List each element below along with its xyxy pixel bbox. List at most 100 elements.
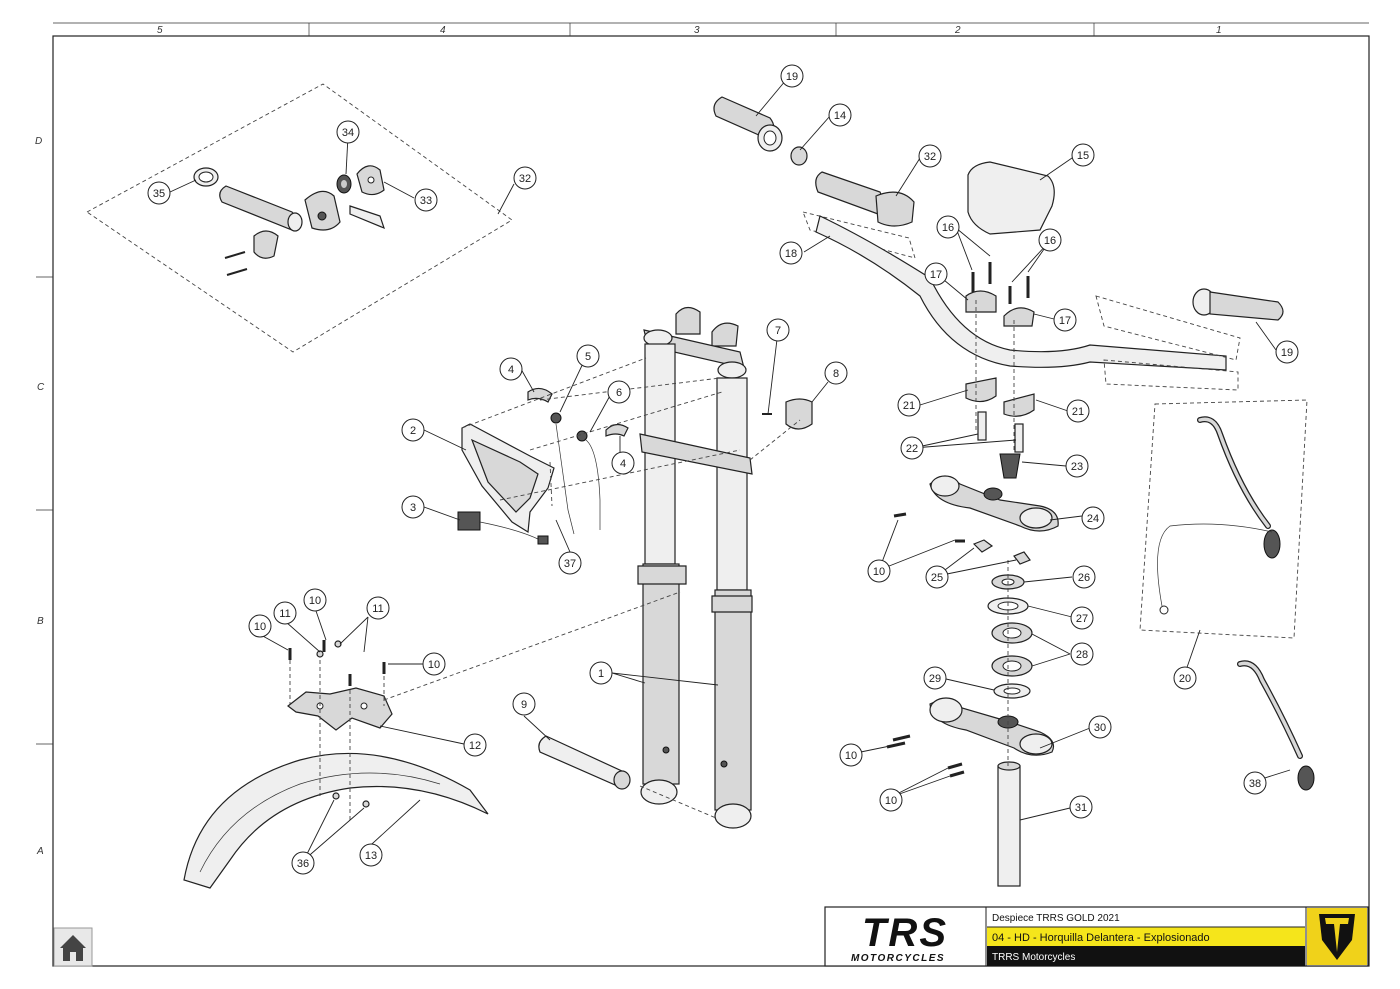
callout-3: 3	[401, 495, 425, 519]
projection-lines	[383, 357, 801, 819]
callout-32b: 32	[918, 144, 942, 168]
svg-text:31: 31	[1075, 802, 1087, 814]
callout-8: 8	[824, 361, 848, 385]
svg-text:2: 2	[410, 425, 416, 437]
callout-10e: 10	[839, 743, 863, 767]
svg-text:13: 13	[365, 850, 377, 862]
callout-16a: 16	[936, 215, 960, 239]
grid-col-4: 4	[440, 25, 446, 36]
callout-28: 28	[1070, 642, 1094, 666]
svg-text:32: 32	[924, 151, 936, 163]
callout-5: 5	[576, 344, 600, 368]
callout-37: 37	[558, 551, 582, 575]
callout-23: 23	[1065, 454, 1089, 478]
callout-17a: 17	[924, 262, 948, 286]
callout-11a: 11	[273, 601, 297, 625]
trs-logo: TRS MOTORCYCLES	[851, 911, 948, 964]
callout-10d: 10	[867, 559, 891, 583]
svg-text:12: 12	[469, 740, 481, 752]
callout-2: 2	[401, 418, 425, 442]
svg-text:11: 11	[279, 608, 290, 620]
callout-34: 34	[336, 120, 360, 144]
svg-text:10: 10	[873, 566, 885, 578]
callout-17b: 17	[1053, 308, 1077, 332]
callout-4a: 4	[499, 357, 523, 381]
headlight-assembly	[457, 387, 629, 545]
trs-shield-icon	[1307, 908, 1367, 965]
callout-1: 1	[589, 661, 613, 685]
svg-text:3: 3	[410, 502, 416, 514]
svg-text:4: 4	[620, 458, 626, 470]
svg-text:TRS: TRS	[862, 911, 948, 955]
svg-text:10: 10	[845, 750, 857, 762]
fender-assembly	[183, 640, 489, 889]
callout-16b: 16	[1038, 228, 1062, 252]
svg-text:10: 10	[885, 795, 897, 807]
svg-text:35: 35	[153, 188, 165, 200]
svg-text:10: 10	[254, 621, 266, 633]
callout-32a: 32	[513, 166, 537, 190]
callout-20: 20	[1173, 666, 1197, 690]
upper-triple-clamp	[893, 475, 1059, 565]
svg-text:9: 9	[521, 699, 527, 711]
front-axle	[538, 735, 631, 790]
callout-21b: 21	[1066, 399, 1090, 423]
callout-25: 25	[925, 565, 949, 589]
callout-4b: 4	[611, 451, 635, 475]
callout-29: 29	[923, 666, 947, 690]
svg-text:29: 29	[929, 673, 941, 685]
svg-text:10: 10	[309, 595, 321, 607]
svg-text:34: 34	[342, 127, 354, 139]
title-block: TRS MOTORCYCLES Despiece TRRS GOLD 2021 …	[824, 906, 1369, 967]
switch-cable-kit	[1139, 399, 1315, 791]
svg-text:17: 17	[930, 269, 942, 281]
steering-stem-stack	[886, 560, 1055, 887]
svg-text:18: 18	[785, 248, 797, 260]
callout-33: 33	[414, 188, 438, 212]
throttle-assembly	[86, 83, 513, 353]
svg-text:15: 15	[1077, 150, 1089, 162]
title-line-2: 04 - HD - Horquilla Delantera - Explosio…	[992, 932, 1210, 944]
callout-10c: 10	[422, 652, 446, 676]
svg-text:30: 30	[1094, 722, 1106, 734]
svg-text:4: 4	[508, 364, 514, 376]
svg-text:32: 32	[519, 173, 531, 185]
callout-26: 26	[1072, 565, 1096, 589]
front-fork-assembly	[637, 306, 753, 829]
callout-30: 30	[1088, 715, 1112, 739]
callout-10f: 10	[879, 788, 903, 812]
svg-text:11: 11	[372, 603, 383, 615]
callout-6: 6	[607, 380, 631, 404]
svg-text:21: 21	[1072, 406, 1084, 418]
grid-row-c: C	[37, 382, 45, 393]
callout-38: 38	[1243, 771, 1267, 795]
callout-7: 7	[766, 318, 790, 342]
svg-text:19: 19	[1281, 347, 1293, 359]
svg-text:8: 8	[833, 368, 839, 380]
drawing-frame: 5 4 3 2 1 D C B A	[35, 22, 1370, 967]
callout-21a: 21	[897, 393, 921, 417]
svg-text:36: 36	[297, 858, 309, 870]
callout-12: 12	[463, 733, 487, 757]
svg-text:37: 37	[564, 558, 576, 570]
title-highlight	[987, 927, 1305, 946]
grid-col-2: 2	[954, 25, 961, 36]
grid-row-d: D	[35, 136, 42, 147]
home-button[interactable]	[53, 927, 93, 967]
svg-text:21: 21	[903, 400, 915, 412]
svg-text:17: 17	[1059, 315, 1071, 327]
title-line-1: Despiece TRRS GOLD 2021	[992, 913, 1120, 924]
callout-19a: 19	[780, 64, 804, 88]
svg-text:14: 14	[834, 110, 846, 122]
callout-35: 35	[147, 181, 171, 205]
svg-text:25: 25	[931, 572, 943, 584]
svg-text:10: 10	[428, 659, 440, 671]
svg-text:20: 20	[1179, 673, 1191, 685]
home-icon	[60, 935, 86, 961]
callout-18: 18	[779, 241, 803, 265]
callout-27: 27	[1070, 606, 1094, 630]
callout-15: 15	[1071, 143, 1095, 167]
callout-10a: 10	[248, 614, 272, 638]
grid-col-1: 1	[1216, 25, 1222, 36]
